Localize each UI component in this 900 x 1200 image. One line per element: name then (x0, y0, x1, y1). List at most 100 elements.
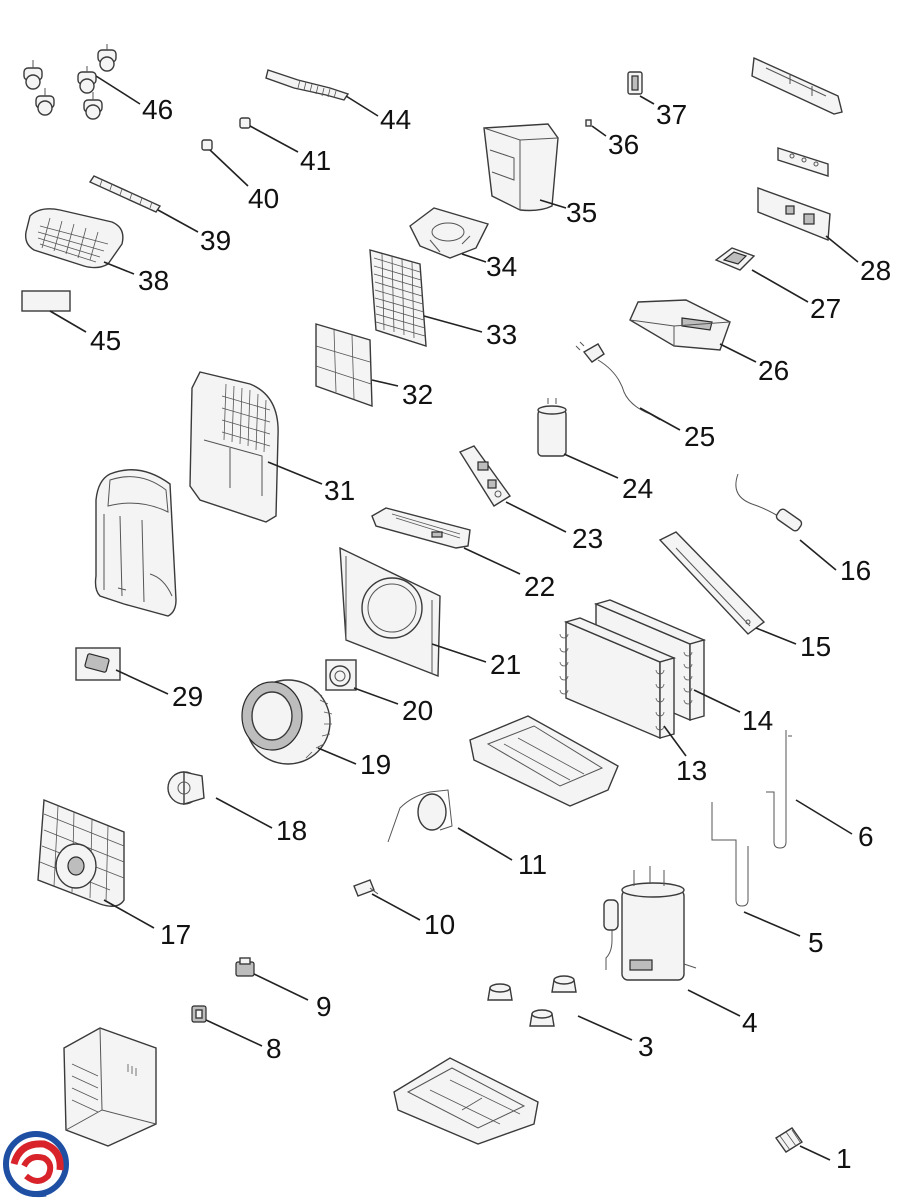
leader-32 (371, 379, 399, 387)
swirl-logo-icon (3, 1131, 69, 1198)
caster-wheel (83, 92, 103, 120)
leader-6 (795, 799, 853, 835)
leader-16 (799, 539, 837, 571)
callout-32: 32 (402, 379, 433, 410)
leader-13 (663, 725, 687, 757)
water-tank-drawing (483, 123, 559, 212)
callout-39: 39 (200, 225, 231, 256)
front-housing-drawing (94, 469, 177, 617)
bearing-drawing (329, 665, 351, 687)
leader-24 (563, 453, 619, 479)
callout-8: 8 (266, 1033, 282, 1064)
callout-19: 19 (360, 749, 391, 780)
rubber-grommet (529, 1009, 555, 1027)
rubber-grommet (551, 975, 577, 993)
leader-10 (371, 893, 421, 921)
callout-23: 23 (572, 523, 603, 554)
callout-3: 3 (638, 1031, 654, 1062)
control-board-drawing (757, 187, 831, 242)
leader-28 (825, 235, 859, 263)
callout-15: 15 (800, 631, 831, 662)
callout-6: 6 (858, 821, 874, 852)
callout-33: 33 (486, 319, 517, 350)
fan-motor-drawing (167, 771, 205, 805)
float-housing-drawing (409, 207, 489, 259)
leader-9 (253, 973, 309, 1001)
control-panel-bracket-drawing (751, 56, 843, 115)
callout-44: 44 (380, 104, 411, 135)
leader-21 (431, 643, 487, 663)
leader-5 (743, 911, 801, 937)
leader-18 (215, 797, 273, 829)
capacitor-drawing (537, 398, 567, 457)
leader-27 (751, 269, 809, 303)
callout-22: 22 (524, 571, 555, 602)
callout-29: 29 (172, 681, 203, 712)
caster-wheel (77, 66, 97, 94)
callout-26: 26 (758, 355, 789, 386)
leader-17 (103, 899, 155, 929)
leader-41 (249, 125, 299, 153)
callout-10: 10 (424, 909, 455, 940)
plug-41-drawing (239, 117, 251, 129)
fan-shroud-drawing (339, 546, 441, 678)
leader-38 (103, 261, 135, 275)
display-frame-drawing (714, 247, 756, 271)
leader-23 (505, 501, 567, 533)
callout-13: 13 (676, 755, 707, 786)
leader-1 (799, 1145, 831, 1161)
callout-1: 1 (836, 1143, 852, 1174)
callout-17: 17 (160, 919, 191, 950)
callout-34: 34 (486, 251, 517, 282)
leader-25 (639, 407, 681, 431)
callout-11: 11 (518, 849, 547, 880)
control-cover-drawing (629, 299, 731, 351)
front-panel-frame-drawing (189, 371, 279, 523)
leader-26 (719, 343, 757, 363)
callout-46: 46 (142, 94, 173, 125)
caster-wheel (35, 88, 55, 116)
insulation-strip-drawing (658, 531, 766, 635)
callout-27: 27 (810, 293, 841, 324)
button-board-drawing (777, 147, 829, 177)
fan-wheel-drawing (241, 679, 333, 765)
plug-40-drawing (201, 139, 213, 151)
drain-plug-drawing (774, 1127, 804, 1153)
switch-frame-drawing (75, 647, 121, 681)
caster-wheel (23, 60, 43, 90)
leader-46 (95, 75, 141, 105)
leader-39 (157, 209, 199, 233)
callout-4: 4 (742, 1007, 758, 1038)
callout-16: 16 (840, 555, 871, 586)
leader-40 (209, 149, 249, 187)
callout-35: 35 (566, 197, 597, 228)
leader-4 (687, 989, 741, 1017)
float-pin-drawing (585, 119, 592, 127)
motor-clamp-drawing (387, 789, 453, 843)
leader-14 (693, 689, 741, 713)
leader-3 (577, 1015, 633, 1041)
callout-37: 37 (656, 99, 687, 130)
callout-31: 31 (324, 475, 355, 506)
leader-22 (463, 547, 521, 575)
callout-14: 14 (742, 705, 773, 736)
rear-housing-drawing (63, 1027, 157, 1147)
callout-5: 5 (808, 927, 824, 958)
callout-45: 45 (90, 325, 121, 356)
callout-20: 20 (402, 695, 433, 726)
copper-pipe-5-drawing (711, 802, 749, 907)
leader-36 (591, 125, 607, 137)
callout-21: 21 (490, 649, 521, 680)
leader-11 (457, 827, 513, 861)
callout-41: 41 (300, 145, 331, 176)
switch-drawing (84, 653, 110, 673)
screw-drawing (353, 879, 379, 897)
leader-45 (49, 310, 87, 333)
connector-block-drawing (627, 71, 643, 95)
leader-37 (639, 95, 655, 105)
condenser-coil-drawing (559, 617, 677, 740)
leader-33 (423, 315, 483, 333)
leader-31 (267, 461, 323, 485)
callout-36: 36 (608, 129, 639, 160)
